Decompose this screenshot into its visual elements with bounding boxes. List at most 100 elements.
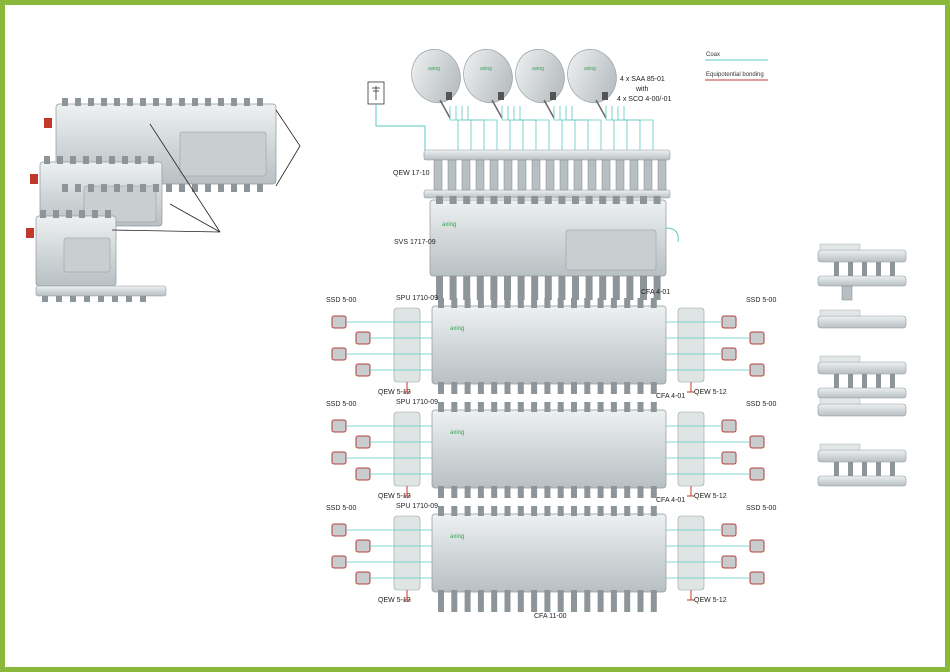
spu-port — [438, 402, 444, 412]
qew-side-block — [677, 515, 705, 591]
inset-port — [192, 184, 198, 192]
spu-port — [491, 382, 498, 394]
spu-port — [477, 506, 484, 516]
spu-port — [517, 382, 524, 394]
inset-port — [57, 156, 63, 164]
assembly-step — [817, 355, 907, 399]
qew-side-label-left: QEW 5-12 — [378, 493, 411, 500]
step-pin — [890, 262, 895, 276]
spu-port — [464, 382, 471, 394]
lnb — [498, 92, 504, 100]
satellite-dish: axing — [515, 48, 565, 119]
spu-port — [477, 402, 484, 412]
svs-input-port — [558, 196, 566, 204]
qew-connector — [489, 159, 499, 191]
spu-port — [491, 590, 498, 612]
spu-port — [531, 382, 538, 394]
dishes-label-line1: 4 x SAA 85-01 — [620, 76, 665, 83]
svs-output-port — [585, 276, 593, 300]
spu-port — [624, 506, 631, 516]
spu-port — [597, 298, 604, 308]
outlet-ssd — [721, 451, 737, 465]
inset-port — [44, 156, 50, 164]
svs-1717-09-label: SVS 1717-09 — [394, 239, 436, 246]
coax-line — [449, 106, 459, 150]
svs-output-port — [653, 276, 661, 300]
spu-port — [451, 590, 458, 612]
inset-port — [88, 98, 94, 106]
spu-port — [438, 590, 444, 612]
qew-connector — [545, 159, 555, 191]
spu-port — [571, 402, 577, 412]
inset-port — [244, 98, 250, 106]
qew-connector — [643, 159, 653, 191]
step-pin — [848, 262, 853, 276]
step-pin — [890, 462, 895, 476]
spu-port — [464, 590, 471, 612]
spu-port — [544, 298, 551, 308]
inset-port — [105, 210, 111, 218]
spu-port — [438, 506, 444, 516]
inset-port — [75, 98, 81, 106]
qew-connector — [657, 159, 667, 191]
outlet-ssd — [749, 571, 765, 585]
ssd-label-right: SSD 5-00 — [746, 297, 776, 304]
inset-port — [92, 210, 98, 218]
spu-port — [504, 402, 511, 412]
spu-port — [584, 486, 591, 498]
spu-port — [438, 486, 444, 498]
spu-port — [650, 506, 657, 516]
svs-input-port — [626, 196, 634, 204]
svs-input-port — [517, 196, 525, 204]
spu-port — [504, 506, 511, 516]
legend-bonding-label: Equipotential bonding — [706, 72, 764, 78]
inset-port — [127, 184, 133, 192]
spu-port — [451, 298, 458, 308]
spu-port — [571, 382, 577, 394]
ssd-label-right: SSD 5-00 — [746, 401, 776, 408]
inset-port — [166, 98, 172, 106]
inset-port — [79, 210, 85, 218]
qew-connector — [447, 159, 457, 191]
assembly-step — [817, 243, 907, 287]
inset-port — [96, 156, 102, 164]
svs-output-port — [612, 276, 620, 300]
inset-port — [62, 98, 68, 106]
svs-input-port — [640, 196, 647, 204]
outlet-ssd — [721, 315, 737, 329]
outlet-ssd — [355, 571, 371, 585]
qew-17-10-label: QEW 17-10 — [393, 170, 430, 177]
outlet-ssd — [721, 419, 737, 433]
assembly-step — [817, 443, 907, 487]
svs-input-port — [612, 196, 620, 204]
legend: Coax Equipotential bonding — [705, 52, 768, 81]
spu-logo: axing — [450, 326, 464, 332]
qew-side-block — [677, 411, 705, 487]
coax-line — [519, 106, 550, 150]
qew-connector — [601, 159, 611, 191]
spu-port — [610, 486, 617, 498]
outlet-ssd — [331, 315, 347, 329]
inset-port — [192, 98, 198, 106]
spu-port — [610, 590, 617, 612]
inset-port — [218, 98, 224, 106]
spu-port — [584, 506, 591, 516]
spu-port — [597, 382, 604, 394]
spu-port — [464, 402, 471, 412]
step-pin — [862, 462, 867, 476]
step-pin — [890, 374, 895, 388]
qew-connector — [587, 159, 597, 191]
qew-connector — [433, 159, 443, 191]
svs-output-port — [626, 276, 634, 300]
qew-connector — [615, 159, 625, 191]
spu-port — [610, 506, 617, 516]
spu-port — [517, 402, 524, 412]
inset-port — [140, 184, 146, 192]
outlet-ssd — [721, 555, 737, 569]
spu-port — [557, 402, 564, 412]
inset-port — [70, 296, 76, 302]
cfa-mid-label: CFA 4-01 — [656, 393, 685, 400]
svs-input-port — [490, 196, 498, 204]
dish-logo: axing — [584, 66, 596, 72]
inset-port — [83, 156, 89, 164]
